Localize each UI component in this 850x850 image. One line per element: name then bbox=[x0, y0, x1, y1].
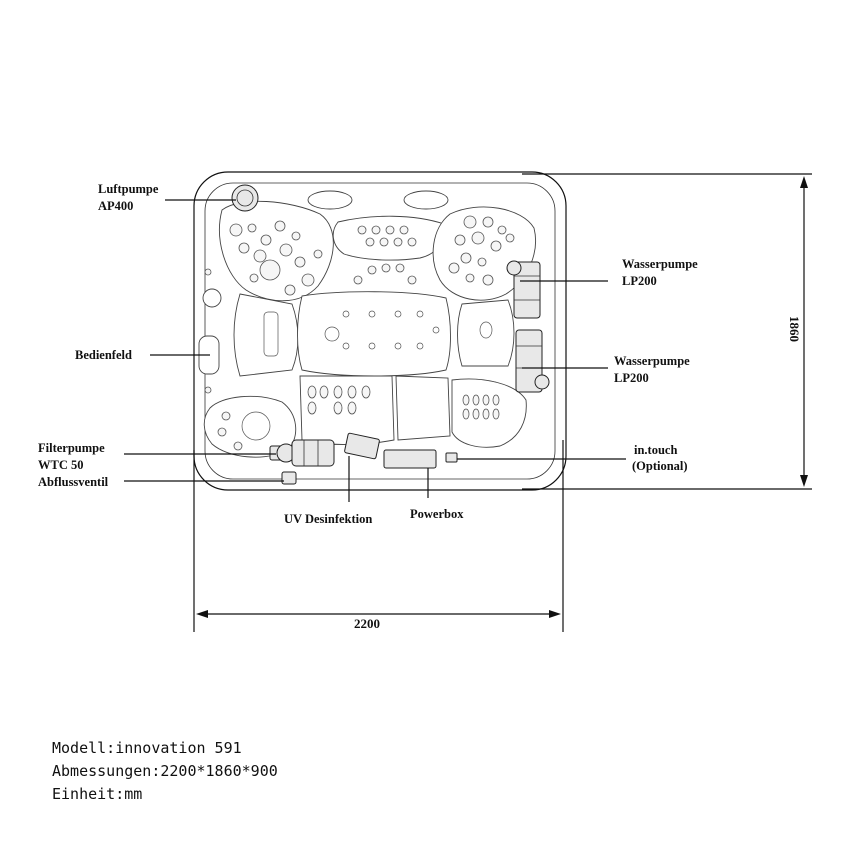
label-lp200-2: LP200 bbox=[614, 371, 649, 385]
powerbox-symbol bbox=[383, 449, 437, 469]
dimension-width-value: 2200 bbox=[354, 616, 380, 631]
tub-drawing bbox=[193, 171, 567, 491]
label-wasserpumpe-1: Wasserpumpe bbox=[622, 257, 698, 271]
label-bedienfeld: Bedienfeld bbox=[75, 348, 132, 362]
filter-pump-symbol bbox=[269, 439, 335, 467]
pillow-top-right bbox=[403, 190, 449, 210]
tub-outer-shell bbox=[193, 171, 567, 491]
tub-inner-rim bbox=[204, 182, 556, 480]
dimension-height bbox=[522, 173, 812, 490]
seat-top-center bbox=[332, 215, 446, 261]
air-pump-symbol bbox=[231, 184, 259, 212]
seat-top-right bbox=[432, 206, 536, 301]
label-uv-desinfektion: UV Desinfektion bbox=[284, 512, 372, 526]
water-pump-1-symbol bbox=[506, 260, 541, 319]
label-lp200-1: LP200 bbox=[622, 274, 657, 288]
label-wasserpumpe-2: Wasserpumpe bbox=[614, 354, 690, 368]
spec-einheit: Einheit:mm bbox=[52, 785, 142, 803]
label-ap400: AP400 bbox=[98, 199, 133, 213]
pillow-left bbox=[202, 288, 222, 308]
label-optional: (Optional) bbox=[632, 459, 688, 473]
dimension-height-value: 1860 bbox=[787, 316, 802, 342]
label-luftpumpe: Luftpumpe bbox=[98, 182, 159, 196]
air-pump-symbol-inner bbox=[236, 189, 254, 207]
label-abflussventil: Abflussventil bbox=[38, 475, 109, 489]
drain-valve-symbol bbox=[281, 471, 297, 485]
uv-disinfection-symbol bbox=[344, 432, 380, 460]
seat-bottom-center-right bbox=[395, 375, 451, 441]
water-pump-2-symbol bbox=[515, 329, 550, 393]
spec-abmessungen: Abmessungen:2200*1860*900 bbox=[52, 762, 278, 780]
leader-lines bbox=[124, 199, 626, 502]
label-intouch: in.touch bbox=[634, 443, 677, 457]
seat-center-footwell bbox=[297, 291, 451, 377]
dimension-width bbox=[193, 440, 564, 632]
label-filterpumpe: Filterpumpe bbox=[38, 441, 105, 455]
jet-pattern bbox=[204, 215, 532, 451]
pillow-top bbox=[307, 190, 353, 210]
label-wtc50: WTC 50 bbox=[38, 458, 84, 472]
spec-modell: Modell:innovation 591 bbox=[52, 739, 242, 757]
label-powerbox: Powerbox bbox=[410, 507, 464, 521]
intouch-symbol bbox=[445, 452, 458, 463]
